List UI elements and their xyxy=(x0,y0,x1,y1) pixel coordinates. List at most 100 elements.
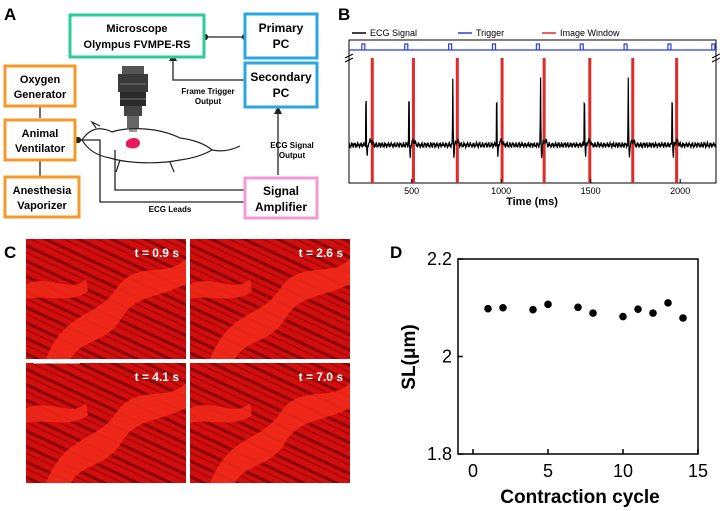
d-y-tick-label: 2 xyxy=(442,347,452,367)
frame-image xyxy=(26,239,186,359)
microscope-label-2: Olympus FVMPE-RS xyxy=(84,39,191,51)
mouse-illustration xyxy=(81,120,241,173)
ecg-signal-label-2: Output xyxy=(279,151,306,160)
image-window-bar xyxy=(542,58,546,183)
d-x-tick-label: 15 xyxy=(688,461,708,481)
image-window-bar xyxy=(370,58,374,183)
trigger-pulse xyxy=(711,43,716,50)
d-data-points xyxy=(484,299,687,322)
panel-b-label: B xyxy=(338,5,350,24)
d-data-point xyxy=(679,314,687,322)
x-tick-label: 500 xyxy=(404,186,419,196)
box-microscope: Microscope Olympus FVMPE-RS xyxy=(68,13,206,59)
trigger-pulse xyxy=(667,43,672,50)
ecg-signal-trace xyxy=(348,77,717,159)
ventilator-label-1: Animal xyxy=(22,128,59,140)
image-window-series xyxy=(370,58,679,183)
vessel-shape xyxy=(46,383,186,483)
panel-b: B ECG Signal Trigger Image Window 500 100… xyxy=(338,5,720,208)
trigger-pulse xyxy=(535,43,540,50)
d-data-point xyxy=(664,299,672,307)
image-window-bar xyxy=(588,58,592,183)
frame-trigger-label-1: Frame Trigger xyxy=(181,87,234,96)
box-primary-pc: Primary PC xyxy=(243,12,319,60)
secondary-pc-label-2: PC xyxy=(273,86,290,100)
oxygen-label-1: Oxygen xyxy=(20,74,61,86)
d-data-point xyxy=(634,305,642,314)
plot-frame-d xyxy=(457,258,699,455)
d-y-tick-label: 2.2 xyxy=(427,249,452,269)
box-signal-amplifier: Signal Amplifier xyxy=(243,176,319,220)
oxygen-label-2: Generator xyxy=(14,89,67,101)
legend: ECG Signal Trigger Image Window xyxy=(352,28,620,38)
anesthesia-label-2: Vaporizer xyxy=(17,200,67,212)
image-window-bar xyxy=(411,58,415,183)
vessel-shape xyxy=(210,259,350,359)
anesthesia-label-1: Anesthesia xyxy=(13,185,73,197)
trigger-pulse xyxy=(579,43,584,50)
d-x-tick-label: 0 xyxy=(468,461,478,481)
legend-ecg-signal: ECG Signal xyxy=(370,28,417,38)
d-x-tick-label: 5 xyxy=(543,461,553,481)
secondary-pc-label-1: Secondary xyxy=(250,70,312,84)
trigger-pulse xyxy=(404,43,409,50)
d-data-point xyxy=(529,305,537,314)
d-data-point xyxy=(619,312,627,321)
plot-frame xyxy=(348,39,717,184)
vessel-shape xyxy=(190,279,252,299)
frame-trigger-line xyxy=(172,58,245,81)
vessel-shape xyxy=(26,279,88,299)
d-data-point xyxy=(544,300,552,309)
panel-a: A Microscope Olympus FVMPE-RS Primary PC xyxy=(3,5,319,220)
image-window-bar xyxy=(675,58,679,183)
d-x-axis-label: Contraction cycle xyxy=(500,487,659,508)
amplifier-label-1: Signal xyxy=(263,184,299,198)
trigger-series xyxy=(349,43,716,51)
amplifier-label-2: Amplifier xyxy=(255,200,307,214)
x-axis-ticks: 500 1000 1500 2000 xyxy=(404,179,690,196)
ecg-leads-line xyxy=(78,139,245,203)
x-tick-label: 1500 xyxy=(581,186,601,196)
image-window-bar xyxy=(455,58,459,183)
ventilator-label-2: Ventilator xyxy=(15,143,66,155)
x-tick-label: 1000 xyxy=(491,186,511,196)
frame-time-label: t = 0.9 s xyxy=(135,246,180,260)
d-data-point xyxy=(499,303,507,312)
image-window-bar xyxy=(631,58,635,183)
box-secondary-pc: Secondary PC xyxy=(243,61,319,109)
microscope-objective-illustration xyxy=(118,66,148,132)
panel-c-label: C xyxy=(4,243,16,262)
heart-icon xyxy=(126,137,140,149)
d-data-point xyxy=(589,309,597,317)
d-data-point xyxy=(484,304,492,313)
vessel-shape xyxy=(210,383,350,483)
panel-a-label: A xyxy=(4,5,16,24)
ecg-leads-label: ECG Leads xyxy=(149,205,192,214)
vessel-shape xyxy=(26,403,88,423)
frame-trigger-label-2: Output xyxy=(195,97,222,106)
box-oxygen-generator: Oxygen Generator xyxy=(3,64,77,108)
microscopy-frame: t = 2.6 s xyxy=(190,239,350,359)
frame-time-label: t = 2.6 s xyxy=(299,246,344,260)
legend-image-window: Image Window xyxy=(560,28,620,38)
microscope-label-1: Microscope xyxy=(106,23,167,35)
image-window-bar xyxy=(500,58,504,183)
microscopy-frame: t = 7.0 s xyxy=(190,363,350,483)
trigger-pulse xyxy=(361,43,366,50)
primary-pc-label-2: PC xyxy=(273,37,290,51)
x-tick-label: 2000 xyxy=(670,186,690,196)
frame-image xyxy=(26,363,186,483)
d-y-axis-label: SL(μm) xyxy=(399,324,420,389)
primary-pc-label-1: Primary xyxy=(259,21,304,35)
trigger-pulse xyxy=(623,43,628,50)
d-y-tick-label: 1.8 xyxy=(427,444,452,464)
box-animal-ventilator: Animal Ventilator xyxy=(3,118,77,162)
box-anesthesia-vaporizer: Anesthesia Vaporizer xyxy=(3,175,81,219)
x-axis-label: Time (ms) xyxy=(506,196,558,208)
vessel-shape xyxy=(190,403,252,423)
microscopy-frame: t = 0.9 s xyxy=(26,239,186,359)
d-data-point xyxy=(574,303,582,312)
